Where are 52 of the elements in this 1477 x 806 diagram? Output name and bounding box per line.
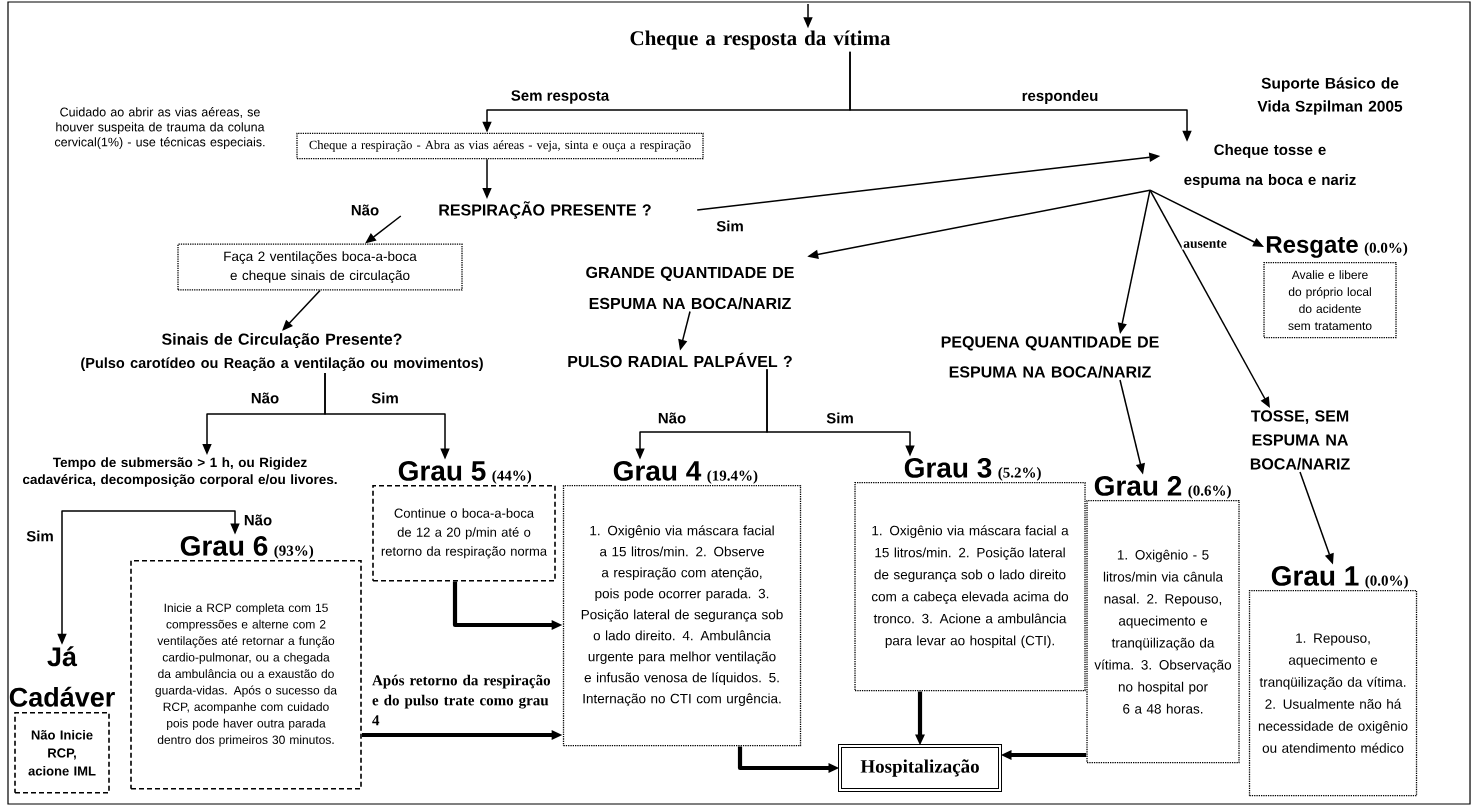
instruction-box: 1. Oxigênio - 5 litros/min via cânula nasal. 2. Repouso, aquecimento e tranqüilização da vítima. 3. Observação no hospital por 6 a 48 horas.	[1086, 500, 1240, 764]
arrow	[365, 215, 402, 244]
instruction-box: Inicie a RCP completa com 15 compressões e alterne com 2 ventilações até retornar a função cardio-pulmonar, ou a chegada da ambulância ou a exaustão do guarda-vidas. Após o sucesso da RCP, acompanhe com cuidado pois pode haver outra parada dentro dos primeiros 30 minutos.	[130, 560, 362, 790]
step-label: Cheque tosse e espuma na boca e nariz	[1184, 144, 1356, 188]
step-box: Cheque a respiração - Abra as vias aéreas - veja, sinta e ouça a respiração	[296, 132, 704, 160]
step-label: Sinais de Circulação Presente? (Pulso carotídeo ou Reação a ventilação ou movimentos)	[81, 333, 483, 371]
instruction-box: Continue o boca-a-boca de 12 a 20 p/min até o retorno da respiração norma	[372, 485, 556, 582]
grade-heading: Grau 1	[1271, 566, 1359, 586]
edge-label: Sem resposta	[509, 88, 611, 106]
percentage-label: (0.0%)	[1364, 242, 1408, 256]
arrow	[1149, 189, 1270, 408]
percentage-label: (0.0%)	[1365, 575, 1408, 589]
step-label: Tempo de submersão > 1 h, ou Rigidez cadavérica, decomposição corporal e/ou livores.	[22, 457, 337, 487]
grade-heading: Grau 3	[904, 457, 992, 478]
percentage-label: (19.4%)	[707, 470, 758, 484]
edge-label: Sim	[24, 529, 56, 543]
percentage-label: (5.2%)	[998, 467, 1041, 481]
heading: Já Cadáver	[9, 646, 115, 707]
edge-label: Não	[349, 203, 381, 217]
grade-heading: Grau 5	[398, 461, 486, 481]
edge-label: Sim	[714, 219, 746, 233]
instruction-box: 1. Oxigênio via máscara facial a 15 litros/min. 2. Observe a respiração com atenção, pois pode ocorrer parada. 3. Posição lateral de segurança sob o lado direito. 4. Ambulância urgente para melhor ventilação e infusão venosa de líquidos. 5. Internação no CTI com urgência.	[562, 485, 802, 747]
grade-heading: Grau 6	[180, 536, 268, 556]
hospital-box: Hospitalização	[838, 744, 1002, 792]
instruction-box: 1. Oxigênio via máscara facial a 15 litros/min. 2. Posição lateral de segurança sob o lado direito com a cabeça elevada acima do tronco. 3. Acione a ambulância para levar ao hospital (CTI).	[854, 482, 1086, 692]
instruction-box: Avalie e libere do próprio local do acidente sem tratamento	[1263, 262, 1397, 339]
edge-label: Não	[656, 411, 688, 425]
edge-label: Não	[242, 513, 274, 527]
grade-heading: Grau 4	[613, 461, 702, 481]
edge-label: ausente	[1181, 238, 1229, 250]
instruction-box: 1. Repouso, aquecimento e tranqüilização da vítima. 2. Usualmente não há necessidade de oxigênio ou atendimento médico	[1248, 590, 1418, 797]
step-label: PEQUENA QUANTIDADE DE ESPUMA NA BOCA/NARIZ	[941, 336, 1159, 378]
percentage-label: (0.6%)	[1188, 485, 1231, 499]
step-label: PULSO RADIAL PALPÁVEL ?	[568, 352, 792, 368]
step-label: TOSSE, SEM ESPUMA NA BOCA/NARIZ	[1250, 410, 1350, 470]
grade-heading: Grau 2	[1094, 476, 1182, 496]
percentage-label: (93%)	[274, 545, 314, 559]
edge-label: Sim	[369, 391, 401, 405]
edge-label: respondeu	[1020, 88, 1100, 106]
step-label: GRANDE QUANTIDADE DE ESPUMA NA BOCA/NARIZ	[586, 266, 794, 310]
step-label: RESPIRAÇÃO PRESENTE ?	[439, 201, 651, 219]
edge-label: Não	[249, 391, 281, 405]
note: Cuidado ao abrir as vias aéreas, se houver suspeita de trauma da coluna cervical(1%) - use técnicas especiais.	[54, 107, 265, 149]
step-box: Faça 2 ventilações boca-a-boca e cheque sinais de circulação	[177, 243, 463, 291]
arrow	[282, 289, 321, 331]
instruction-box: Não Inicie RCP, acione IML	[14, 712, 110, 794]
heading: Suporte Básico de Vida Szpilman 2005	[1257, 77, 1403, 115]
grade-heading: Resgate	[1266, 236, 1358, 258]
edge-label: Após retorno da respiração e do pulso trate como grau 4	[370, 673, 554, 727]
edge-label: Sim	[824, 411, 856, 425]
step-label: Cheque a resposta da vítima	[630, 30, 891, 50]
percentage-label: (44%)	[492, 470, 532, 484]
